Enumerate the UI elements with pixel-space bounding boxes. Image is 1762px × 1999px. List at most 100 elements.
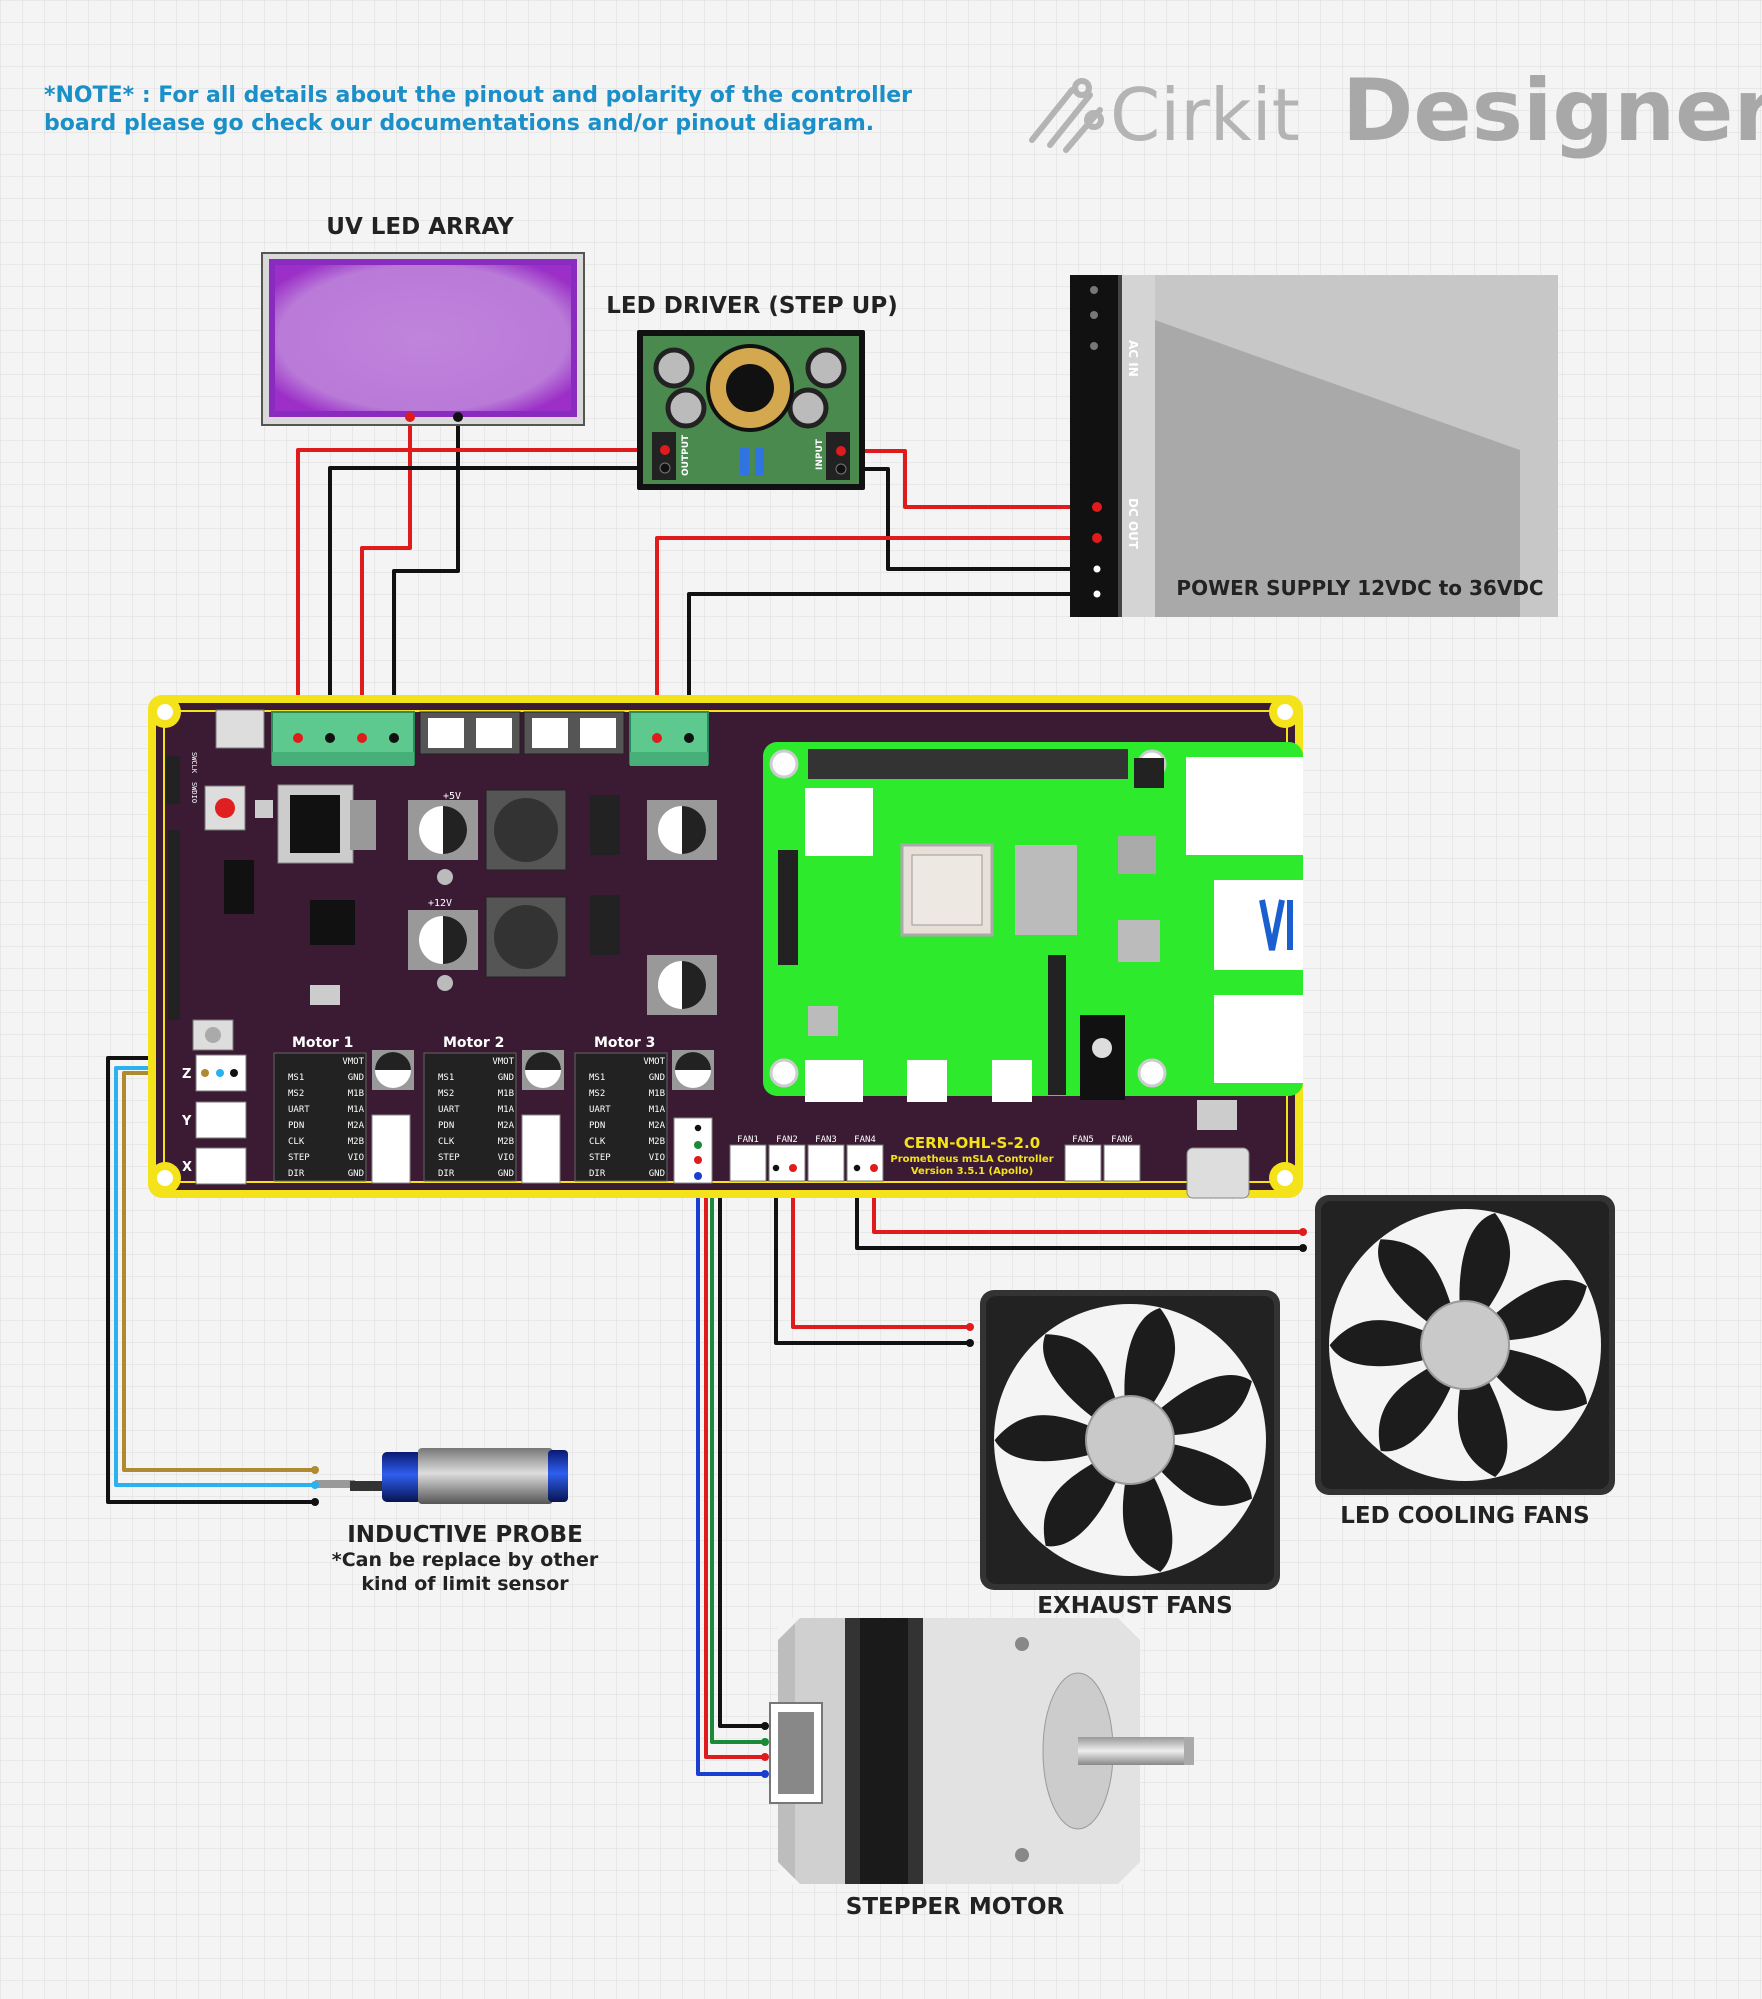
motor-3-pin-left: UART: [589, 1105, 611, 1115]
motor-pin-3[interactable]: [761, 1753, 769, 1761]
driver-in-pos[interactable]: [836, 446, 846, 456]
endstop-z-signal[interactable]: [201, 1069, 209, 1077]
fan-header-1: [729, 1144, 767, 1182]
motor-1-pin-right: M2B: [348, 1137, 364, 1147]
motor-1-pin-left: CLK: [288, 1137, 305, 1147]
stepper-motor-label: STEPPER MOTOR: [846, 1894, 1065, 1920]
board-name: Prometheus mSLA Controller: [890, 1154, 1053, 1165]
fan-header-5: [1064, 1144, 1102, 1182]
fan-header-label: FAN5: [1072, 1135, 1094, 1145]
motor-1-pin-right: VIO: [348, 1153, 364, 1163]
cooling-fan-pos[interactable]: [1299, 1228, 1307, 1236]
fan2-pos[interactable]: [789, 1164, 797, 1172]
psu-dc-neg-2[interactable]: [1090, 587, 1104, 601]
fan2-neg[interactable]: [771, 1163, 781, 1173]
psu-label: POWER SUPPLY 12VDC to 36VDC: [1176, 576, 1543, 600]
motor-1-pin-right: M1A: [348, 1105, 365, 1115]
rail-12v-label: +12V: [428, 898, 452, 909]
motor-3-pin-right: GND: [649, 1169, 665, 1179]
fan4-neg[interactable]: [852, 1163, 862, 1173]
stepper-pin-4[interactable]: [694, 1172, 702, 1180]
motor-3-pin-right: VMOT: [643, 1057, 665, 1067]
probe-gnd-pin[interactable]: [311, 1498, 319, 1506]
motor-2-pin-left: CLK: [438, 1137, 455, 1147]
motor-3-pin-left: STEP: [589, 1153, 611, 1163]
cooling-fan: [1315, 1195, 1615, 1495]
motor-2-pin-right: M1B: [498, 1089, 514, 1099]
note-line-1: *NOTE* : For all details about the pinou…: [44, 83, 912, 108]
board-version: Version 3.5.1 (Apollo): [911, 1166, 1033, 1177]
endstop-z-vcc[interactable]: [216, 1069, 224, 1077]
motor-3-pin-left: MS1: [589, 1073, 605, 1083]
motor-2-pin-left: STEP: [438, 1153, 460, 1163]
motor-2-pin-right: M1A: [498, 1105, 515, 1115]
cooling-fan-neg[interactable]: [1299, 1244, 1307, 1252]
rp2040-chip: [310, 900, 355, 945]
motor-1-pin-left: MS2: [288, 1089, 304, 1099]
motor-1-label: Motor 1: [292, 1035, 353, 1051]
motor-pin-2[interactable]: [761, 1738, 769, 1746]
pi-gpio-header: [808, 749, 1128, 779]
fan-header-6: [1103, 1144, 1141, 1182]
fan4-pos[interactable]: [870, 1164, 878, 1172]
wire-uv-red: [360, 417, 412, 738]
probe-signal-pin[interactable]: [311, 1466, 319, 1474]
endstop-z-gnd[interactable]: [230, 1069, 238, 1077]
rail-5v-label: +5V: [443, 791, 461, 802]
uv-led-array: UV LED ARRAY: [261, 214, 585, 426]
board-license: CERN-OHL-S-2.0: [904, 1134, 1040, 1152]
motor-2-pin-right: GND: [498, 1169, 514, 1179]
motor-drivers: Motor 1 Motor 2 Motor 3 MS1MS2UARTPDNCLK…: [273, 1035, 714, 1184]
motor-1-pin-right: GND: [348, 1169, 364, 1179]
driver-out-pos[interactable]: [660, 445, 670, 455]
driver-in-neg[interactable]: [835, 463, 847, 475]
uv-led-pin-pos[interactable]: [405, 412, 415, 422]
uv-led-label: UV LED ARRAY: [326, 214, 514, 240]
psu-ac-in-text: AC IN: [1126, 340, 1140, 377]
gpio-header: [168, 830, 180, 1020]
wire-exhaust-red: [791, 1168, 970, 1329]
motor-pin-1[interactable]: [761, 1722, 769, 1730]
driver-out-neg[interactable]: [659, 462, 671, 474]
board-vin-neg[interactable]: [684, 733, 694, 743]
board-uv-neg[interactable]: [389, 733, 399, 743]
motor-1-pin-left: DIR: [288, 1169, 305, 1179]
fan-header-4: [846, 1144, 884, 1182]
stepper-pin-2[interactable]: [694, 1141, 702, 1149]
motor-3-pin-left: PDN: [589, 1121, 605, 1131]
exhaust-fan-pos[interactable]: [966, 1323, 974, 1331]
swdio-label: SWDIO: [190, 782, 198, 803]
uv-led-pin-neg[interactable]: [453, 412, 463, 422]
axis-y-label: Y: [181, 1114, 192, 1129]
motor-1-pin-right: GND: [348, 1073, 364, 1083]
stepper-pin-1[interactable]: [693, 1123, 703, 1133]
fan-hub: [1420, 1300, 1510, 1390]
motor-1-pin-left: PDN: [288, 1121, 304, 1131]
wire-driver-out-red: [296, 448, 665, 738]
fan-header-label: FAN3: [815, 1135, 837, 1145]
probe-note-2: kind of limit sensor: [361, 1573, 569, 1595]
stepper-pin-3[interactable]: [694, 1156, 702, 1164]
raspberry-pi: [763, 742, 1303, 1102]
exhaust-fan-neg[interactable]: [966, 1339, 974, 1347]
board-uv-pos[interactable]: [357, 733, 367, 743]
motor-2-pin-right: M2A: [498, 1121, 515, 1131]
board-led-out-pos[interactable]: [293, 733, 303, 743]
psu-dc-pos-1[interactable]: [1092, 502, 1102, 512]
reset-button[interactable]: [215, 798, 235, 818]
motor-2-pin-left: UART: [438, 1105, 460, 1115]
driver-input-text: INPUT: [815, 438, 825, 470]
probe-vcc-pin[interactable]: [311, 1481, 319, 1489]
motor-3-pin-right: M2B: [649, 1137, 665, 1147]
board-vin-pos[interactable]: [652, 733, 662, 743]
motor-2-pin-left: MS2: [438, 1089, 454, 1099]
probe-note-1: *Can be replace by other: [332, 1549, 599, 1571]
board-led-out-neg[interactable]: [325, 733, 335, 743]
led-driver: LED DRIVER (STEP UP) OUTPUT INPUT: [606, 293, 898, 490]
motor-3-label: Motor 3: [594, 1035, 655, 1051]
motor-3-pin-left: DIR: [589, 1169, 606, 1179]
psu-dc-pos-2[interactable]: [1092, 533, 1102, 543]
psu-dc-neg-1[interactable]: [1090, 562, 1104, 576]
motor-pin-4[interactable]: [761, 1770, 769, 1778]
motor-2-pin-left: MS1: [438, 1073, 454, 1083]
